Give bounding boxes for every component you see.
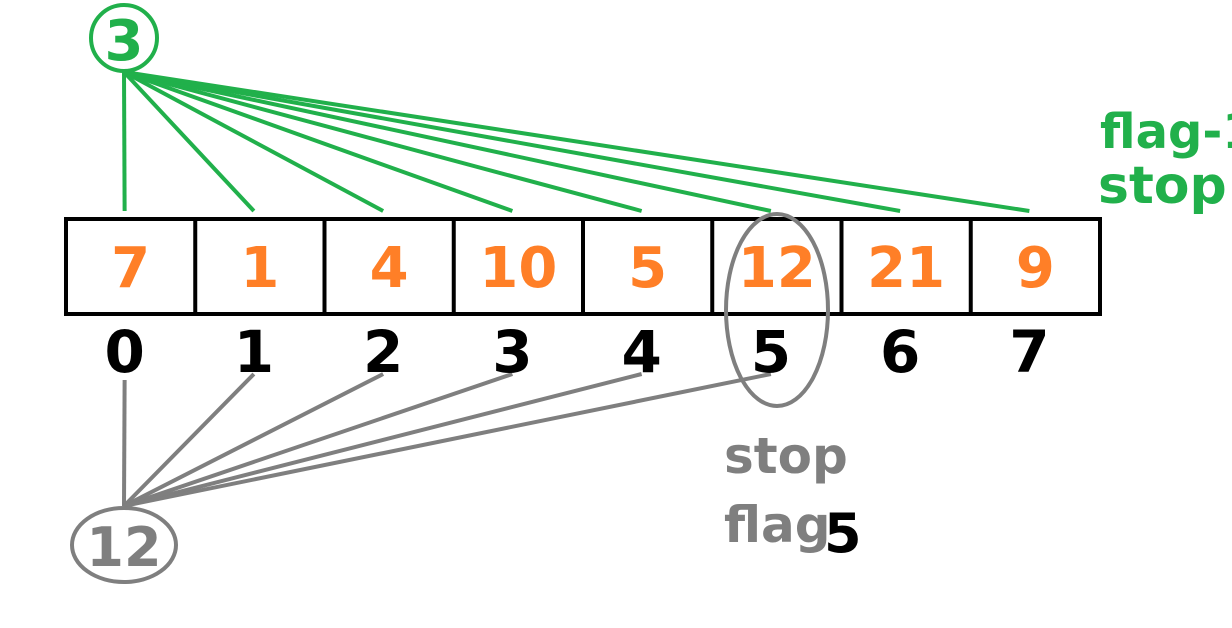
search-b-comparison-lines [122, 372, 772, 508]
array-index-label: 1 [234, 318, 274, 386]
array-indices: 0 1 2 3 4 5 6 7 [104, 318, 1049, 386]
array-index-label: 2 [363, 318, 403, 386]
search-a-result-label: flag-1 [1100, 104, 1232, 160]
search-a-comparison-lines [122, 70, 1030, 213]
array-cell-value: 1 [240, 236, 279, 301]
search-a-comparison-line [123, 70, 385, 213]
array-cell-value: 9 [1016, 236, 1055, 301]
search-a-comparison-line [123, 70, 901, 213]
search-a-comparison-line [123, 70, 1030, 213]
array-cell-value: 4 [370, 236, 409, 301]
search-a-comparison-line [123, 70, 643, 213]
search-b-comparison-line [123, 372, 514, 508]
array-index-label: 4 [621, 318, 661, 386]
search-a-key: 3 [89, 3, 159, 74]
search-b-comparison-line [122, 372, 256, 508]
search-b-stop-label: stop [724, 427, 848, 485]
array-index-label: 5 [751, 318, 791, 386]
search-b-flag-value: 5 [824, 502, 862, 565]
array-cells: 7 1 4 10 5 12 21 9 [64, 217, 1102, 316]
search-b-comparison-line [123, 372, 385, 508]
array-cell-value: 21 [867, 236, 945, 301]
array-cell-value: 5 [628, 236, 667, 301]
search-b-comparison-line [123, 372, 772, 508]
search-a-comparison-line [122, 71, 127, 212]
found-element-highlight [724, 212, 830, 408]
search-a-comparison-line [123, 70, 514, 213]
array-cell-value: 12 [738, 236, 816, 301]
search-a-comparison-line [123, 70, 772, 213]
search-b-comparison-line [122, 379, 127, 507]
search-b-flag-label: flag [724, 496, 831, 554]
array-index-label: 6 [880, 318, 920, 386]
array-index-label: 7 [1009, 318, 1049, 386]
search-b-key: 12 [70, 506, 178, 584]
array-index-label: 3 [492, 318, 532, 386]
search-a-key-value: 3 [105, 9, 144, 74]
search-b-comparison-line [123, 372, 643, 508]
search-a-comparison-line [122, 70, 256, 213]
search-a-stop-label: stop [1098, 156, 1227, 216]
array-cell-value: 7 [111, 236, 150, 301]
search-b-key-value: 12 [86, 516, 161, 579]
array-index-label: 0 [104, 318, 144, 386]
array-cell-value: 10 [479, 236, 557, 301]
